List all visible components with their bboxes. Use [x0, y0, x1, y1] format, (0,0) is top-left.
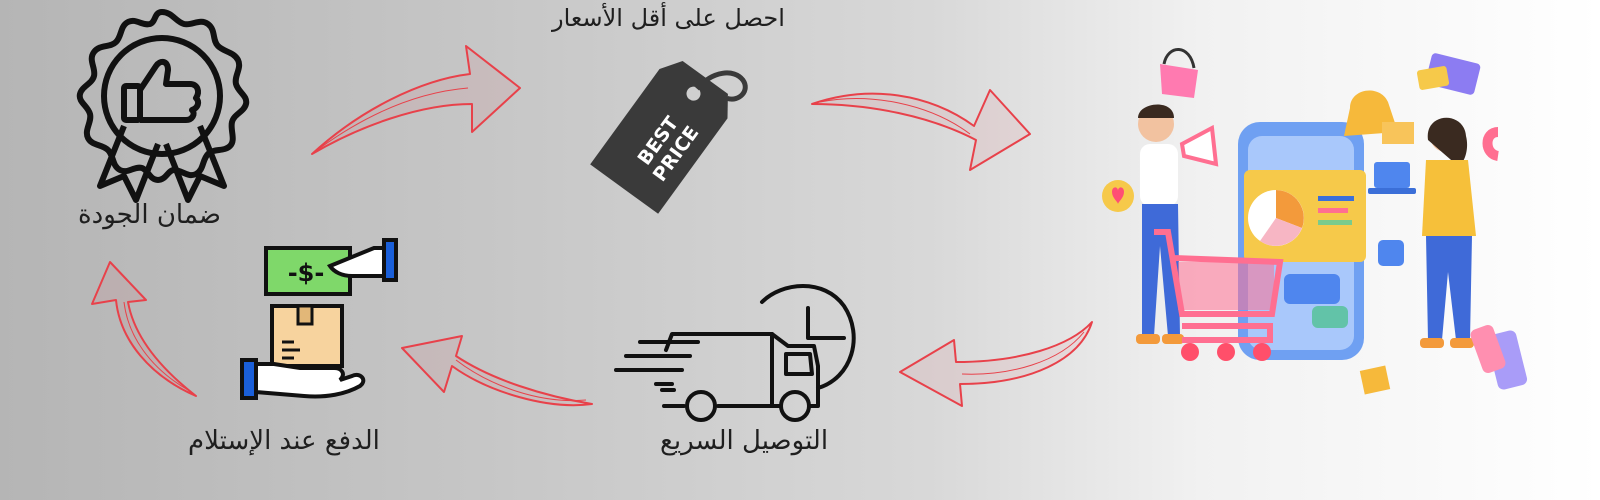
quality-badge-icon [76, 9, 250, 203]
arrow-cash-to-quality [91, 261, 197, 397]
money-symbol: -$- [288, 259, 325, 287]
online-shopping-illustration [1102, 48, 1528, 395]
cash-on-delivery-label: الدفع عند الإستلام [188, 426, 380, 456]
best-price-tag-icon: BEST PRICE [590, 61, 748, 214]
arrow-quality-to-price [311, 45, 521, 155]
quality-label: ضمان الجودة [78, 200, 221, 230]
fast-delivery-truck-icon [614, 284, 856, 422]
arrow-price-to-shop [811, 89, 1031, 171]
cash-on-delivery-icon: -$- [240, 238, 398, 400]
arrow-truck-to-cash [401, 335, 593, 407]
lowest-prices-label: احصل على أقل الأسعار [552, 4, 785, 32]
fast-delivery-label: التوصيل السريع [660, 426, 829, 456]
arrow-shop-to-truck [899, 321, 1093, 407]
